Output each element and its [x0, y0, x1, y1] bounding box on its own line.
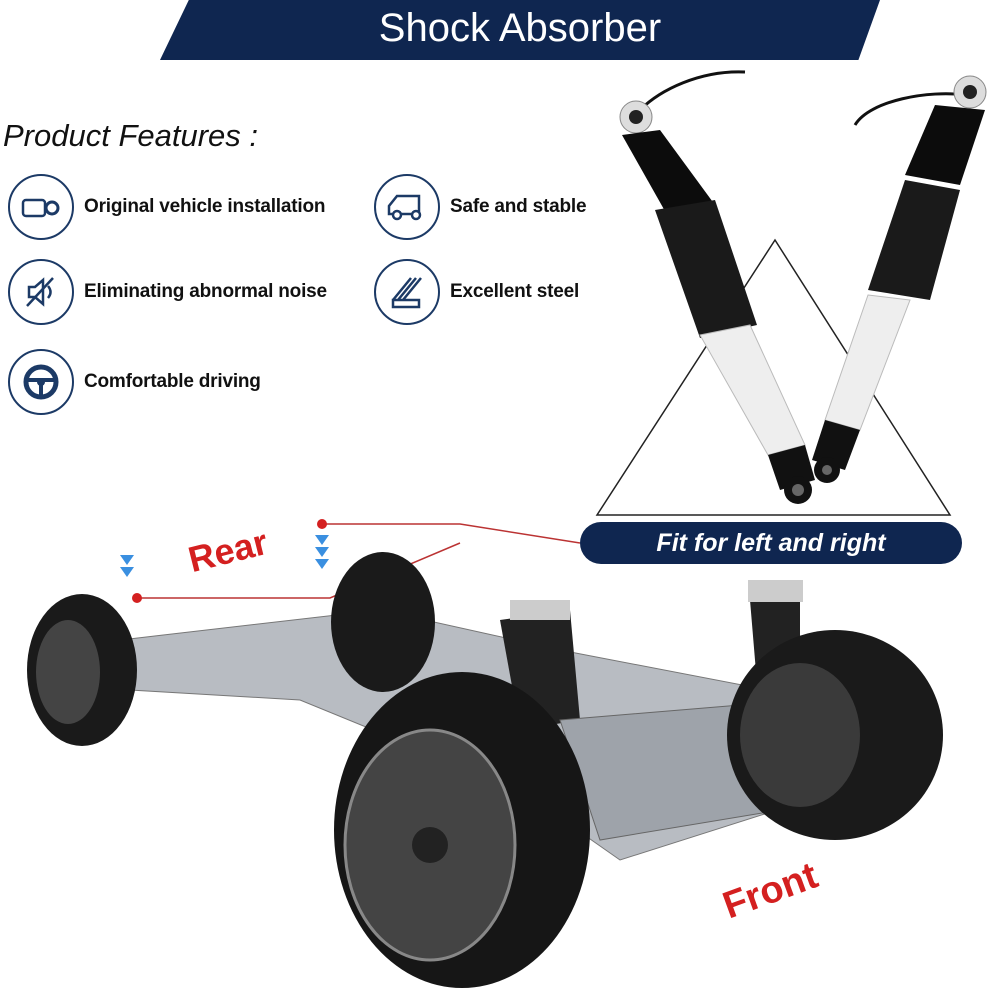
- down-arrow-icon: [120, 535, 329, 577]
- wheel-rear-right: [331, 552, 435, 692]
- wheel-front-left: [334, 672, 590, 988]
- callout-dot: [317, 519, 327, 529]
- fit-left-right-badge: Fit for left and right: [580, 522, 962, 564]
- feature-item: Original vehicle installation: [8, 174, 325, 240]
- title-banner: Shock Absorber: [160, 0, 880, 60]
- page-title: Shock Absorber: [378, 6, 662, 50]
- steel-beam-icon: [374, 259, 440, 325]
- mute-icon: [8, 259, 74, 325]
- feature-label: Original vehicle installation: [84, 196, 326, 217]
- feature-item: Comfortable driving: [8, 349, 261, 415]
- feature-item: Excellent steel: [374, 259, 579, 325]
- callout-lines: [137, 523, 581, 599]
- feature-label: Comfortable driving: [84, 371, 261, 392]
- callout-dot: [132, 593, 142, 603]
- feature-label: Safe and stable: [450, 196, 587, 217]
- feature-label: Eliminating abnormal noise: [84, 281, 327, 302]
- feature-item: Eliminating abnormal noise: [8, 259, 327, 325]
- steering-wheel-icon: [8, 349, 74, 415]
- features-heading: Product Features :: [3, 118, 259, 153]
- feature-label: Excellent steel: [450, 281, 580, 302]
- wheel-rear-left: [27, 594, 137, 746]
- shock-absorber-left: [619, 70, 815, 504]
- feature-item: Safe and stable: [374, 174, 587, 240]
- shock-absorber-right: [812, 75, 987, 483]
- suv-icon: [374, 174, 440, 240]
- wheel-front-right: [727, 630, 943, 840]
- car-gear-icon: [8, 174, 74, 240]
